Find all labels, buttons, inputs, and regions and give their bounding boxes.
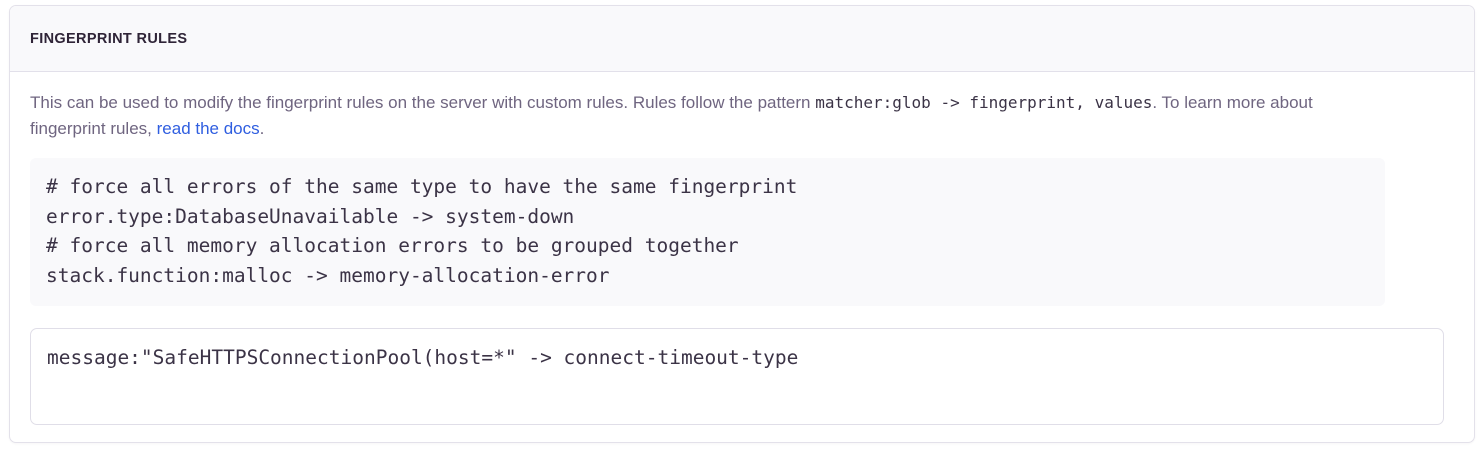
read-the-docs-link[interactable]: read the docs bbox=[156, 119, 260, 138]
fingerprint-rules-input[interactable] bbox=[30, 328, 1444, 425]
panel-body: This can be used to modify the fingerpri… bbox=[10, 72, 1474, 425]
panel-header: FINGERPRINT RULES bbox=[10, 6, 1474, 72]
description-text-between: . To learn more about fingerprint rules, bbox=[30, 93, 1313, 138]
description-text-before-code: This can be used to modify the fingerpri… bbox=[30, 93, 816, 112]
code-line: # force all errors of the same type to h… bbox=[46, 175, 798, 198]
page-title: FINGERPRINT RULES bbox=[30, 30, 188, 47]
description-text-after-link: . bbox=[259, 119, 265, 138]
code-line: # force all memory allocation errors to … bbox=[46, 234, 739, 257]
code-example-block: # force all errors of the same type to h… bbox=[30, 158, 1385, 306]
code-line: stack.function:malloc -> memory-allocati… bbox=[46, 263, 610, 287]
description-text: This can be used to modify the fingerpri… bbox=[30, 90, 1390, 142]
code-line: error.type:DatabaseUnavailable -> system… bbox=[46, 204, 575, 228]
fingerprint-rules-panel: FINGERPRINT RULES This can be used to mo… bbox=[9, 5, 1475, 443]
inline-code-pattern: matcher:glob -> fingerprint, values bbox=[815, 93, 1153, 112]
